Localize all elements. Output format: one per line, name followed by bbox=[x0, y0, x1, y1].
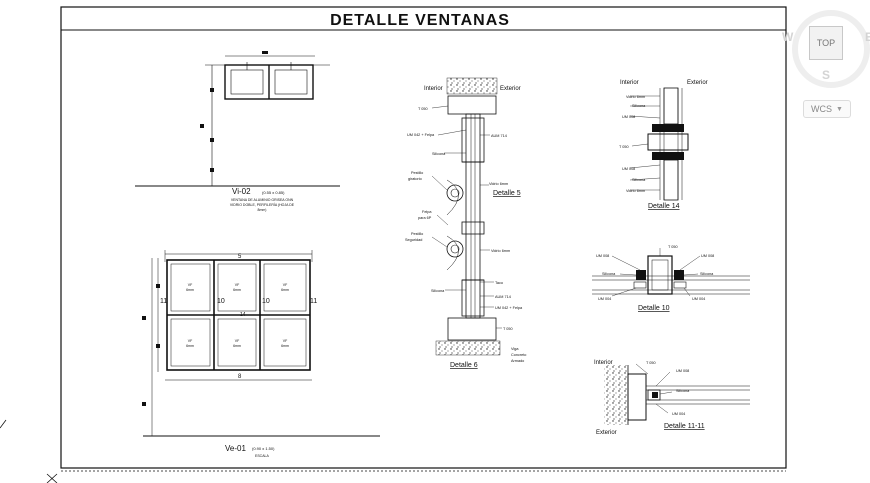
detail-5-vidrio-1: Vidrio 6mm bbox=[489, 182, 508, 186]
elevation-vi-02[interactable] bbox=[135, 51, 340, 187]
detail-11-section[interactable] bbox=[604, 363, 750, 425]
detail-6-viga-3: Armado bbox=[511, 359, 524, 363]
dim-top: 5 bbox=[238, 254, 242, 260]
elevation-ve-01[interactable] bbox=[142, 250, 380, 437]
detail-10-silicona-r: Silicona bbox=[700, 272, 714, 276]
sheet-title: DETALLE VENTANAS bbox=[330, 12, 510, 29]
viewcube-west-label[interactable]: W bbox=[782, 30, 794, 44]
dim-left: 11 bbox=[160, 298, 167, 305]
detail-6-t050-bottom: T 050 bbox=[503, 327, 513, 331]
elevation-ve-01-label: Ve-01 bbox=[225, 444, 246, 453]
detail-5-silicona-1: Silicona bbox=[432, 152, 446, 156]
detail-5-pestillo-4: Seguridad bbox=[405, 238, 422, 242]
detail-5-exterior: Exterior bbox=[500, 86, 521, 92]
detail-14-um-2: UM 008 bbox=[622, 167, 635, 171]
detail-14-section[interactable] bbox=[629, 87, 689, 201]
pane-label: VF bbox=[235, 339, 239, 343]
detail-5-vidrio-2: Vidrio 6mm bbox=[491, 249, 510, 253]
cursor-marks bbox=[0, 419, 58, 483]
detail-11-silicona: Silicona bbox=[676, 389, 690, 393]
detail-11-um-bottom: UM 004 bbox=[672, 412, 685, 416]
pane-label: 6mm bbox=[233, 288, 241, 292]
detail-14-silicona-2: Silicona bbox=[632, 178, 646, 182]
detail-14-um-1: UM 008 bbox=[622, 115, 635, 119]
detail-6-taco: Taco bbox=[495, 281, 503, 285]
elevation-vi-02-label: Vi-02 bbox=[232, 187, 251, 196]
detail-5-pestillo-3: Pestillo bbox=[411, 232, 423, 236]
viewcube-south-label[interactable]: S bbox=[822, 68, 831, 82]
detail-5-title: Detalle 5 bbox=[493, 190, 521, 197]
detail-14-vidrio-2: Vidrio 6mm bbox=[626, 189, 645, 193]
detail-14-silicona-1: Silicona bbox=[632, 104, 646, 108]
detail-6-silicona-2: Silicona bbox=[431, 289, 445, 293]
detail-5-felpa-2: para 6P bbox=[418, 216, 432, 220]
dim-mid-2: 10 bbox=[262, 298, 270, 305]
elevation-ve-01-note: ESCALA bbox=[255, 454, 269, 458]
pane-label: 6mm bbox=[186, 344, 194, 348]
detail-5-um-top: UM 042 + Felpa bbox=[407, 133, 435, 137]
dim-center: 14 bbox=[240, 312, 246, 318]
detail-6-viga-2: Concreto bbox=[511, 353, 526, 357]
pane-label: VF bbox=[283, 283, 287, 287]
detail-5-aum-top: AUM 714 bbox=[491, 134, 507, 138]
elevation-vi-02-scale: (0.55 x 0.85) bbox=[262, 190, 285, 195]
detail-10-um-bl: UM 004 bbox=[598, 297, 611, 301]
detail-14-t050: T 050 bbox=[619, 145, 629, 149]
detail-10-title: Detalle 10 bbox=[638, 305, 670, 312]
viewcube-compass-ring[interactable] bbox=[792, 10, 870, 88]
sheet-frame bbox=[60, 6, 787, 472]
pane-label: 6mm bbox=[186, 288, 194, 292]
elevation-vi-02-note-2: VIDRIO DOBLE, PERFILERÍA (HOJA DE bbox=[230, 203, 295, 207]
dim-bottom: 8 bbox=[238, 374, 242, 380]
detail-5-interior: Interior bbox=[424, 86, 443, 92]
pane-label: 6mm bbox=[281, 288, 289, 292]
detail-5-pestillo-2: giratorio bbox=[408, 177, 422, 181]
viewcube-top-face[interactable]: TOP bbox=[809, 26, 843, 60]
viewcube[interactable]: TOP W E S WCS ▼ bbox=[782, 10, 870, 120]
detail-5-felpa-1: Felpa bbox=[422, 210, 432, 214]
detail-11-interior: Interior bbox=[594, 360, 613, 366]
detail-14-interior: Interior bbox=[620, 80, 639, 86]
detail-5-pestillo-1: Pestillo bbox=[411, 171, 423, 175]
detail-14-exterior: Exterior bbox=[687, 80, 708, 86]
pane-label: 6mm bbox=[281, 344, 289, 348]
elevation-ve-01-scale: (0.90 x 1.50) bbox=[252, 446, 275, 451]
wcs-label: WCS bbox=[811, 104, 833, 114]
detail-5-t050-top: T 050 bbox=[418, 107, 428, 111]
detail-14-title: Detalle 14 bbox=[648, 203, 680, 210]
pane-labels: VF 6mm VF 6mm VF 6mm VF 6mm VF 6mm VF 6m… bbox=[186, 283, 289, 348]
viewcube-east-label[interactable]: E bbox=[865, 30, 870, 44]
pane-label: 6mm bbox=[233, 344, 241, 348]
elevation-vi-02-note-1: VENTANA DE ALUMINIO GRISEA ONN bbox=[231, 198, 294, 202]
pane-label: VF bbox=[235, 283, 239, 287]
detail-6-viga-1: Viga bbox=[511, 347, 519, 351]
detail-11-exterior: Exterior bbox=[596, 430, 617, 436]
wcs-dropdown[interactable]: WCS ▼ bbox=[803, 100, 851, 118]
detail-10-section[interactable] bbox=[592, 248, 750, 297]
dim-right: 11 bbox=[310, 298, 317, 305]
elevation-vi-02-note-3: 8mm) bbox=[258, 208, 267, 212]
detail-10-um-br: UM 004 bbox=[692, 297, 705, 301]
pane-label: VF bbox=[283, 339, 287, 343]
detail-11-t050: T 050 bbox=[646, 361, 656, 365]
detail-10-um-tl: UM 008 bbox=[596, 254, 609, 258]
chevron-down-icon: ▼ bbox=[836, 105, 843, 113]
detail-14-vidrio-1: Vidrio 6mm bbox=[626, 95, 645, 99]
detail-11-title: Detalle 11-11 bbox=[664, 423, 705, 430]
dim-mid-1: 10 bbox=[217, 298, 225, 305]
detail-10-um-tr: UM 008 bbox=[701, 254, 714, 258]
pane-label: VF bbox=[188, 339, 192, 343]
detail-10-silicona-l: Silicona bbox=[602, 272, 616, 276]
detail-6-um-bottom: UM 042 + Felpa bbox=[495, 306, 523, 310]
detail-10-t050: T 050 bbox=[668, 245, 678, 249]
pane-label: VF bbox=[188, 283, 192, 287]
detail-11-um-top: UM 008 bbox=[676, 369, 689, 373]
detail-6-aum-bottom: AUM 714 bbox=[495, 295, 511, 299]
detail-6-title: Detalle 6 bbox=[450, 362, 478, 369]
detail-5-6-section[interactable] bbox=[431, 77, 502, 356]
